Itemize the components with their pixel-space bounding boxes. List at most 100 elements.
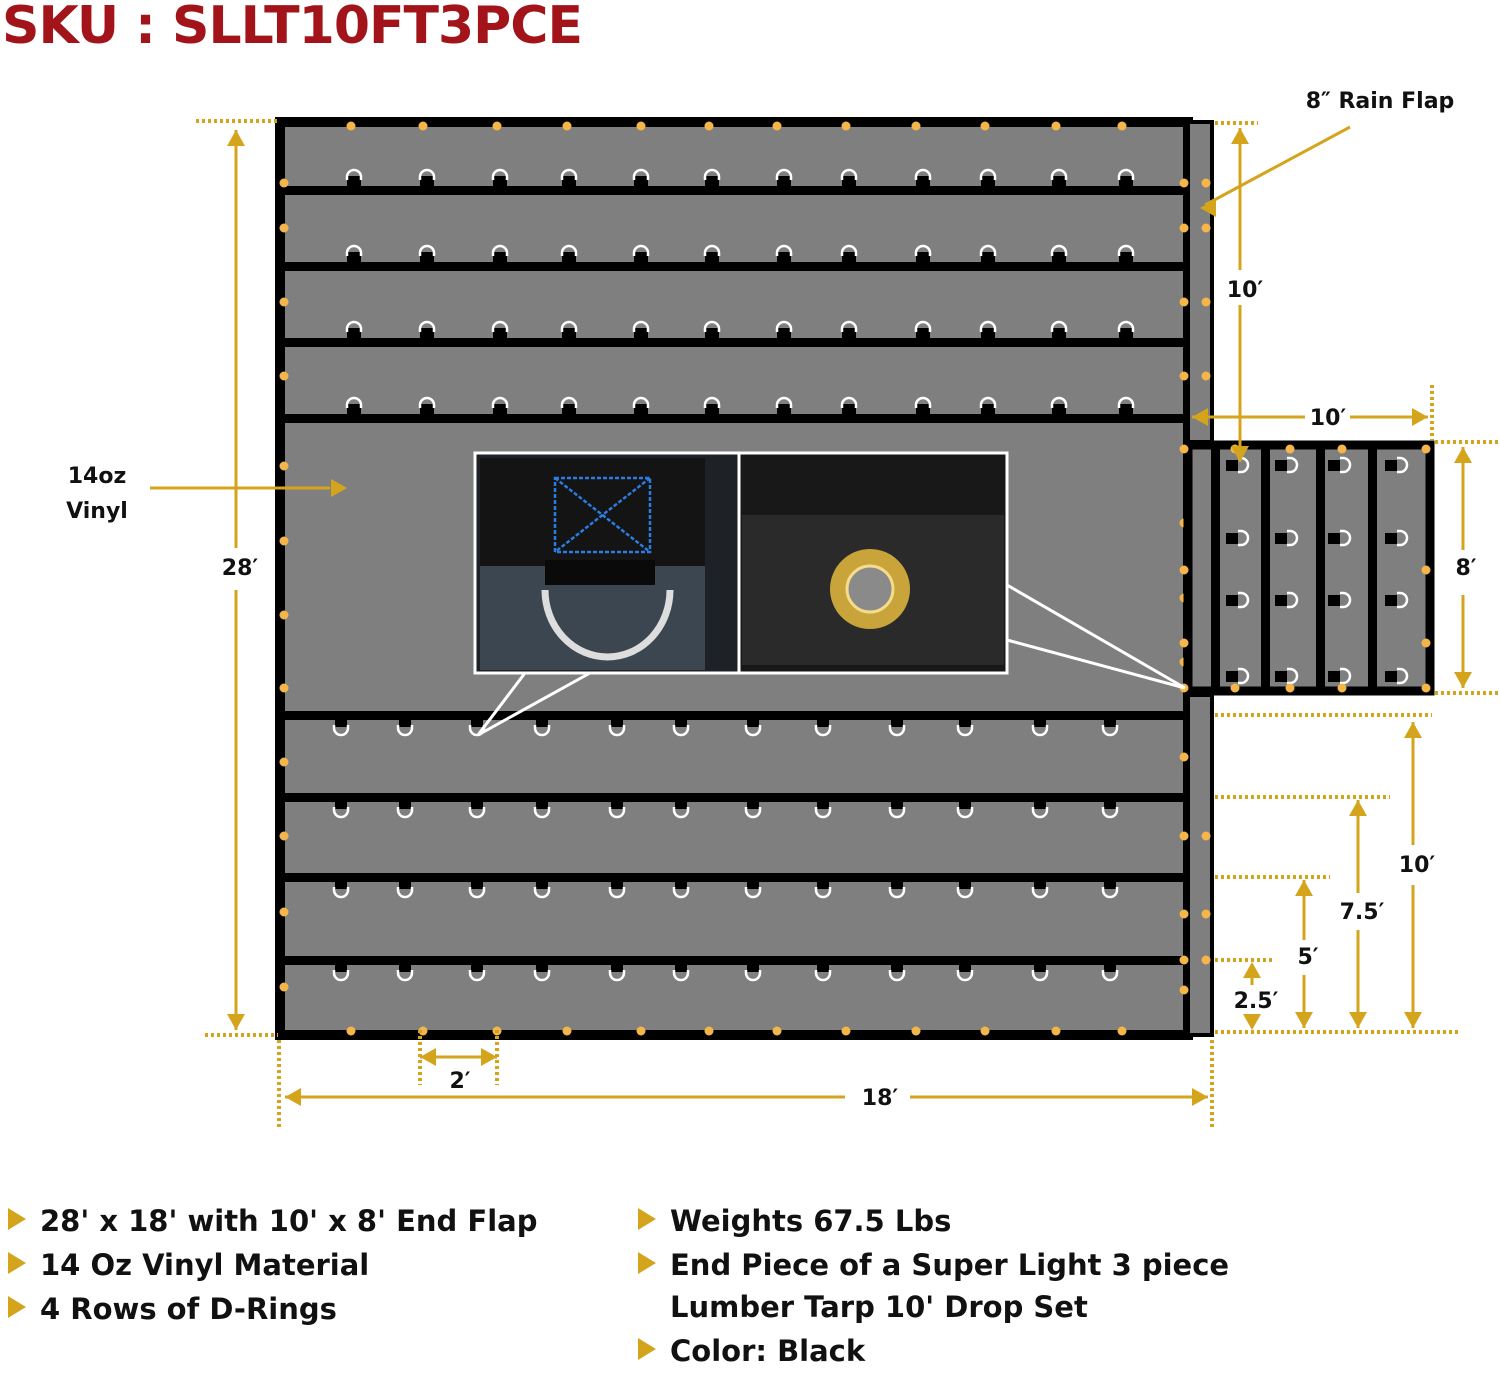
dimension-lines: [150, 119, 1498, 1128]
grommet-icon: [1179, 371, 1189, 381]
d-ring-icon: [560, 244, 578, 256]
rain-flap-pointer: [1204, 125, 1351, 207]
d-ring-icon: [608, 970, 626, 982]
d-ring-icon: [418, 320, 436, 332]
grommet-icon: [1051, 121, 1061, 131]
feature-text: Weights 67.5 Lbs: [670, 1204, 952, 1238]
grommet-icon: [980, 121, 990, 131]
d-ring-icon: [956, 970, 974, 982]
d-ring-tab: [916, 404, 930, 416]
d-ring-tab: [916, 252, 930, 264]
d-ring-tab: [536, 962, 548, 972]
d-ring-tab: [705, 328, 719, 340]
d-ring-tab: [891, 879, 903, 889]
sku-title: SKU : SLLT10FT3PCE: [2, 0, 583, 56]
d-ring-tab: [399, 799, 411, 809]
d-ring-icon: [332, 887, 350, 899]
d-ring-icon: [1117, 168, 1135, 180]
d-ring-tab: [981, 176, 995, 188]
d-ring-tab: [777, 176, 791, 188]
d-ring-icon: [914, 396, 932, 408]
d-ring-tab: [493, 404, 507, 416]
d-ring-icon: [632, 168, 650, 180]
d-ring-icon: [1340, 529, 1352, 547]
grommet-icon: [279, 683, 289, 693]
detail-insets: [473, 451, 1186, 737]
panel-seam: [280, 711, 1188, 720]
d-ring-tab: [959, 962, 971, 972]
feature-text: 28' x 18' with 10' x 8' End Flap: [40, 1204, 538, 1238]
d-ring-icon: [956, 725, 974, 737]
d-ring-icon: [979, 244, 997, 256]
d-ring-tab: [611, 717, 623, 727]
flap-seam: [1211, 445, 1220, 691]
d-ring-tab: [1275, 595, 1287, 606]
grommet-icon: [346, 121, 356, 131]
grommet-icon: [1421, 683, 1431, 693]
grommet-icon: [279, 536, 289, 546]
bullet-arrow-icon: [8, 1208, 26, 1230]
d-ring-tab: [335, 962, 347, 972]
grommet-icon: [279, 371, 289, 381]
d-ring-icon: [608, 887, 626, 899]
d-ring-tab: [1119, 328, 1133, 340]
grommet-icon: [1421, 638, 1431, 648]
grommet-icon: [562, 121, 572, 131]
grommet-icon: [1201, 955, 1211, 965]
d-ring-tab: [471, 717, 483, 727]
d-ring-icon: [703, 244, 721, 256]
d-ring-icon: [1031, 807, 1049, 819]
d-ring-tab: [1119, 252, 1133, 264]
arrowhead-icon: [1454, 672, 1472, 688]
d-ring-icon: [979, 168, 997, 180]
grommet-icon: [704, 1026, 714, 1036]
d-ring-icon: [775, 320, 793, 332]
grommet-icon: [279, 831, 289, 841]
end-flap-body: [1183, 440, 1435, 696]
d-ring-icon: [533, 807, 551, 819]
d-ring-tab: [777, 328, 791, 340]
d-ring-tab: [891, 717, 903, 727]
d-ring-tab: [1034, 717, 1046, 727]
grommet-icon: [1230, 683, 1240, 693]
d-ring-tab: [1034, 962, 1046, 972]
grommet-icon: [1285, 444, 1295, 454]
panel-seam: [280, 186, 1188, 195]
arrowhead-icon: [1349, 800, 1367, 816]
d-ring-tab: [536, 799, 548, 809]
bullet-arrow-icon: [8, 1252, 26, 1275]
d-ring-tab: [1034, 879, 1046, 889]
d-ring-tab: [634, 176, 648, 188]
arrowhead-icon: [1404, 1012, 1422, 1028]
d-ring-tab: [1275, 671, 1287, 682]
d-ring-tab: [891, 799, 903, 809]
d-ring-tab: [1328, 460, 1340, 471]
d-ring-icon: [491, 396, 509, 408]
d-ring-tab: [1226, 595, 1238, 606]
d-ring-icon: [1340, 591, 1352, 609]
flap-width-label: 10′: [1310, 406, 1347, 431]
d-ring-icon: [1101, 807, 1119, 819]
d-ring-icon: [418, 396, 436, 408]
d-ring-tab: [747, 799, 759, 809]
arrowhead-icon: [1243, 1014, 1261, 1030]
d-ring-tab: [747, 962, 759, 972]
grommet-icon: [1179, 831, 1189, 841]
d-ring-tab: [1052, 328, 1066, 340]
d-ring-icon: [1397, 667, 1409, 685]
grommet-icon: [636, 1026, 646, 1036]
d-ring-icon: [888, 725, 906, 737]
d-ring-icon: [1287, 529, 1299, 547]
d-ring-tab: [1119, 404, 1133, 416]
feature-text: 14 Oz Vinyl Material: [40, 1248, 370, 1283]
grommet-icon: [1179, 178, 1189, 188]
row-10-label: 10′: [1399, 853, 1436, 878]
grommet-icon: [1179, 638, 1189, 648]
d-ring-icon: [1397, 529, 1409, 547]
d-ring-icon: [396, 887, 414, 899]
d-ring-icon: [840, 396, 858, 408]
d-ring-icon: [608, 807, 626, 819]
rain-flap-lower: [1186, 693, 1214, 1037]
d-ring-icon: [1117, 396, 1135, 408]
